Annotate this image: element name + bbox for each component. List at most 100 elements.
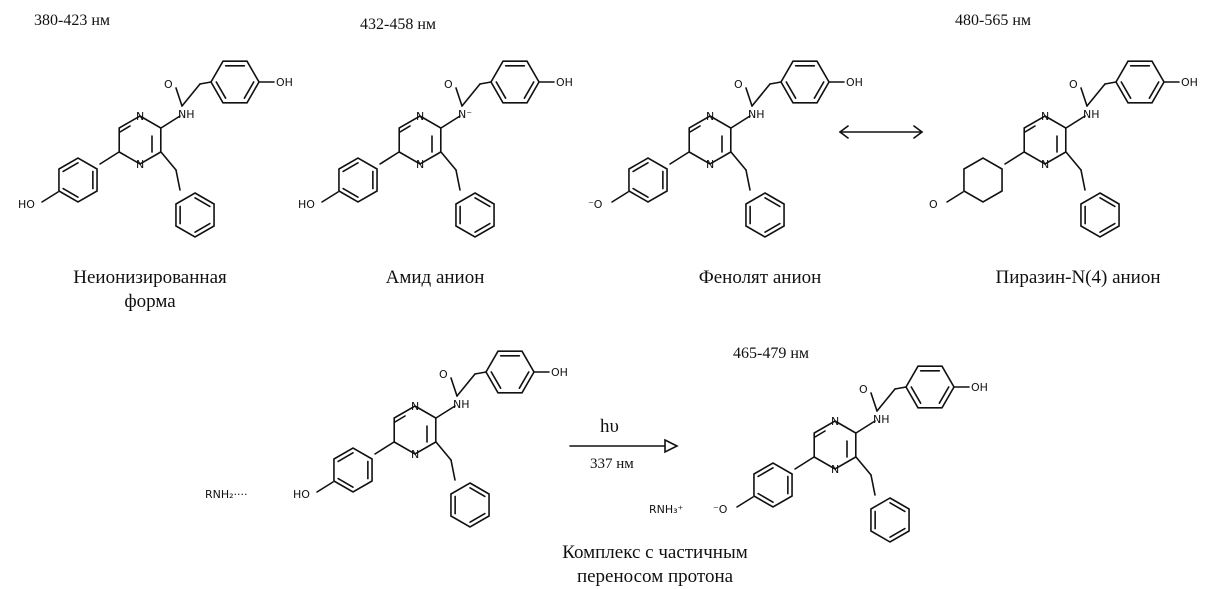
mol-complex-benzyl-ch2 xyxy=(435,441,452,461)
caption-neutral-form: Неионизированная форма xyxy=(73,267,227,312)
mol-product-left-phenol-ring-double-bond xyxy=(757,467,774,478)
mol-phenolate-left-oxygen: ⁻O xyxy=(588,198,603,211)
mol-phenolate-pyrazine-n4: N xyxy=(706,158,714,171)
mol-pyrazine-anion-pyrazine-ring xyxy=(1023,115,1067,165)
mol-complex-benzyl-ring-double-bond xyxy=(469,512,486,523)
mol-complex-benzyl-bond xyxy=(450,459,456,481)
caption-phenolate-anion: Фенолят анион xyxy=(698,267,822,288)
mol-pyrazine-anion-benzyl-ch2 xyxy=(1065,151,1082,171)
mol-product-left-o-bond xyxy=(736,496,754,508)
reaction-arrow xyxy=(569,438,679,454)
mol-complex-top-phenol-ring xyxy=(485,350,535,394)
mol-pyrazine-anion-pyrazine-n1: N xyxy=(1041,110,1049,123)
mol-amide-top-phenol-ring-double-bond xyxy=(523,81,535,100)
mol-product-ch2-bond xyxy=(876,388,896,412)
mol-phenolate-left-phenol-ring-double-bond xyxy=(632,162,649,173)
mol-neutral-benzyl-ch2 xyxy=(160,151,177,171)
mol-product-benzyl-ring-double-bond xyxy=(889,527,906,538)
mol-complex-amide-n: NH xyxy=(453,398,470,411)
mol-phenolate-left-link xyxy=(669,151,690,165)
mol-phenolate-benzyl-ch2 xyxy=(730,151,747,171)
mol-amide-left-link xyxy=(379,151,400,165)
wavelength-product: 465-479 нм xyxy=(733,345,810,362)
mol-product-carbonyl-o: O xyxy=(859,383,868,396)
mol-complex-ch2-bond xyxy=(456,373,476,397)
mol-phenolate-carbonyl-o: O xyxy=(734,78,743,91)
mol-product-pyrazine-n4: N xyxy=(831,463,839,476)
mol-neutral-left-phenol-ring-double-bond xyxy=(62,187,79,198)
mol-neutral-left-phenol-ring-double-bond xyxy=(62,162,79,173)
mol-complex-top-oh: OH xyxy=(551,366,568,379)
mol-neutral-top-oh: OH xyxy=(276,76,293,89)
mol-product-pz-db1 xyxy=(814,430,826,438)
mol-amide-benzyl-ring xyxy=(455,192,495,238)
mol-phenolate-pz-db1 xyxy=(689,125,701,133)
mol-phenolate-left-o-bond xyxy=(611,191,629,203)
mol-complex-pyrazine-n4: N xyxy=(411,448,419,461)
mol-product-benzyl-ch2 xyxy=(855,456,872,476)
reaction-arrow-head xyxy=(664,438,679,454)
mol-amide-benzyl-ring-double-bond xyxy=(474,197,491,208)
caption-amide-anion: Амид анион xyxy=(385,267,485,288)
mol-complex-pz-db1 xyxy=(394,415,406,423)
mol-product-ring-link xyxy=(894,386,907,390)
photon-symbol: hυ xyxy=(600,416,619,437)
mol-pyrazine-anion-benzyl-ring-double-bond xyxy=(1099,197,1116,208)
mol-neutral-benzyl-bond xyxy=(175,169,181,191)
mol-phenolate-top-phenol-ring-double-bond xyxy=(813,81,825,100)
mol-complex-top-phenol-ring-double-bond xyxy=(490,371,502,390)
mol-complex-ring-link xyxy=(474,371,487,375)
mol-pyrazine-anion-carbonyl-bond xyxy=(1080,87,1088,107)
resonance-arrow-left-head xyxy=(838,125,849,139)
excitation-wavelength: 337 нм xyxy=(590,456,634,472)
mol-neutral-pyrazine-ring xyxy=(118,115,162,165)
mol-product-left-oxygen: ⁻O xyxy=(713,503,728,516)
mol-pyrazine-anion-left-o-bond xyxy=(946,191,964,203)
mol-neutral-top-phenol-ring-double-bond xyxy=(243,81,255,100)
mol-pyrazine-anion-pyrazine-n4: N xyxy=(1041,158,1049,171)
mol-amide-benzyl-ch2 xyxy=(440,151,457,171)
mol-pyrazine-anion-top-phenol-ring-double-bond xyxy=(1120,81,1132,100)
wavelength-pyrazine: 480-565 нм xyxy=(955,12,1032,29)
mol-product-amide-n: NH xyxy=(873,413,890,426)
mol-amide-pyrazine-n1: N xyxy=(416,110,424,123)
mol-complex-left-phenol-ring xyxy=(333,447,373,493)
mol-complex-benzyl-ring-double-bond xyxy=(469,487,486,498)
mol-product-counter-ion: RNH₃⁺ xyxy=(649,503,684,516)
mol-pyrazine-anion-benzyl-bond xyxy=(1080,169,1086,191)
mol-product-left-link xyxy=(794,456,815,470)
mol-amide-top-phenol-ring xyxy=(490,60,540,104)
mol-pyrazine-anion-left-phenol-ring xyxy=(963,157,1003,203)
wavelength-neutral: 380-423 нм xyxy=(34,12,111,29)
mol-pyrazine-anion-amide-n: NH xyxy=(1083,108,1100,121)
mol-neutral-nh-bond xyxy=(160,115,181,129)
mol-amide-top-phenol-ring-double-bond xyxy=(495,81,507,100)
mol-product-left-phenol-ring-double-bond xyxy=(757,492,774,503)
wavelength-amide: 432-458 нм xyxy=(360,16,437,33)
mol-product-top-oh: OH xyxy=(971,381,988,394)
mol-phenolate-top-phenol-ring-double-bond xyxy=(785,81,797,100)
mol-complex-carbonyl-o: O xyxy=(439,368,448,381)
mol-amide-ring-link xyxy=(479,81,492,85)
mol-phenolate-benzyl-ring-double-bond xyxy=(764,222,781,233)
mol-product-top-phenol-ring-double-bond xyxy=(910,386,922,405)
mol-pyrazine-anion-nh-bond xyxy=(1065,115,1086,129)
mol-phenolate-ch2-bond xyxy=(751,83,771,107)
caption-pyrazine-anion: Пиразин-N(4) анион xyxy=(995,267,1161,288)
caption-proton-transfer-complex: Комплекс с частичным переносом протона xyxy=(562,542,748,587)
mol-amide-carbonyl-bond xyxy=(455,87,463,107)
mol-phenolate-pyrazine-n1: N xyxy=(706,110,714,123)
mol-amide-nh-bond xyxy=(440,115,461,129)
mol-amide-pyrazine-ring xyxy=(398,115,442,165)
mol-phenolate-top-phenol-ring xyxy=(780,60,830,104)
mol-phenolate-benzyl-bond xyxy=(745,169,751,191)
mol-product-left-phenol-ring xyxy=(753,462,793,508)
mol-neutral-top-phenol-ring-double-bond xyxy=(215,81,227,100)
mol-neutral-carbonyl-o: O xyxy=(164,78,173,91)
